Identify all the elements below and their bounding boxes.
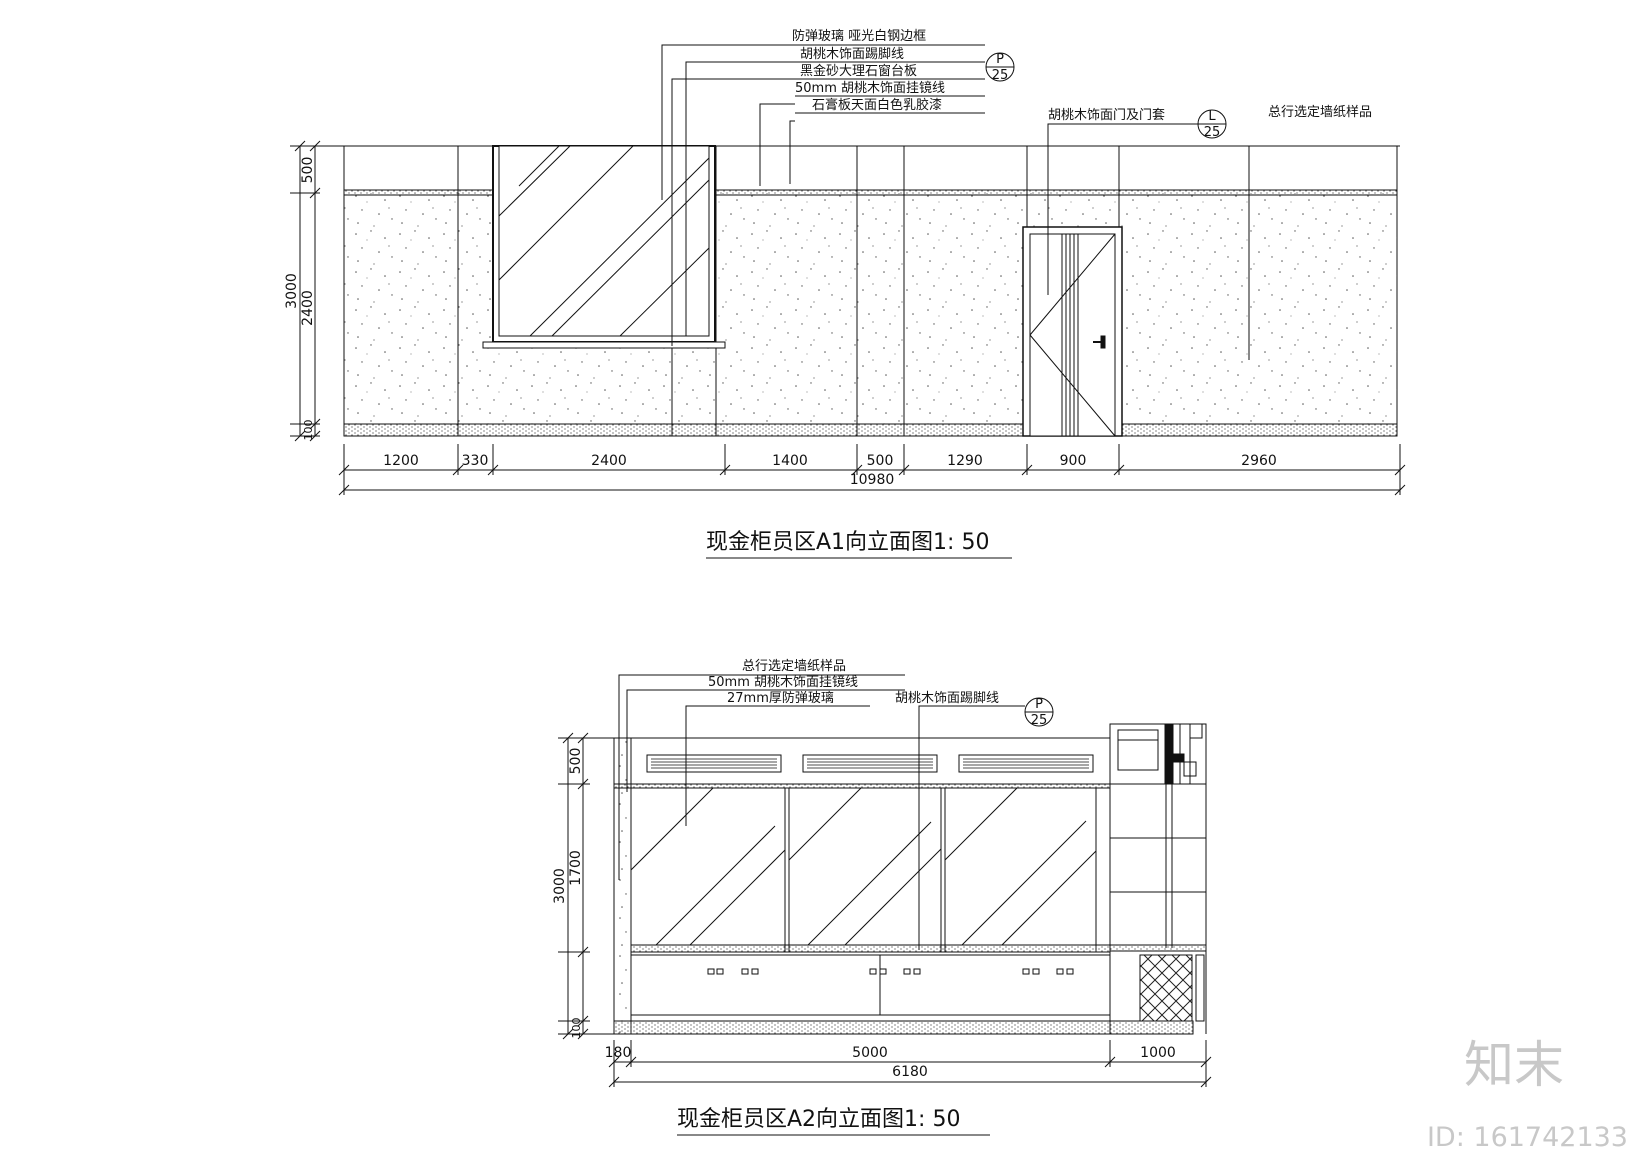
a1-label-sill: 黑金砂大理石窗台板 [800,63,917,79]
elevation-a1 [290,44,1406,559]
a2-vent-2 [802,754,938,773]
a2-callout-p-number: 25 [1031,713,1048,728]
a1-drawing-title: 现金柜员区A1向立面图1: 50 [706,530,989,555]
a1-dim-1400: 1400 [772,453,808,469]
a2-counter-ledge [630,944,1111,953]
a1-vdim-100: 100 [302,420,315,441]
a1-label-door: 胡桃木饰面门及门套 [1048,107,1165,123]
a1-bulletproof-window [482,145,726,349]
a1-callout-l-number: 25 [1204,125,1221,140]
a1-skirting [343,423,1398,437]
a2-label-glass: 27mm厚防弹玻璃 [727,690,834,706]
a1-dim-2960: 2960 [1241,453,1277,469]
a1-walnut-door [1022,226,1123,437]
a1-dim-500: 500 [867,453,894,469]
a2-vdim-1700: 1700 [568,850,584,886]
a2-vent-1 [646,754,782,773]
a1-label-glass: 防弹玻璃 哑光白钢边框 [792,28,926,44]
a2-vdim-100: 100 [570,1018,583,1039]
a2-annotations: 总行选定墙纸样品 50mm 胡桃木饰面挂镜线 27mm厚防弹玻璃 胡桃木饰面踢脚… [552,659,1176,1132]
a1-callout-l-letter: L [1208,109,1216,124]
a2-vdim-500: 500 [568,748,584,775]
a1-dim-1290: 1290 [947,453,983,469]
a1-dim-total: 10980 [850,472,895,488]
a2-cabinet-outlets [707,968,1074,975]
a2-dim-180: 180 [605,1045,632,1061]
a2-label-skirting: 胡桃木饰面踢脚线 [895,690,999,706]
a2-label-rail: 50mm 胡桃木饰面挂镜线 [708,675,858,690]
a1-window-sill [482,341,726,349]
a1-dim-900: 900 [1060,453,1087,469]
a2-callout-p-letter: P [1035,697,1043,712]
a2-dim-5000: 5000 [852,1045,888,1061]
a2-vdim-3000: 3000 [552,868,568,904]
a2-left-column [613,737,632,1035]
a1-picture-rail [343,189,1398,196]
a1-dim-2400: 2400 [591,453,627,469]
a1-label-wallpaper: 总行选定墙纸样品 [1268,105,1372,120]
a1-dim-330: 330 [462,453,489,469]
a1-label-rail: 50mm 胡桃木饰面挂镜线 [795,81,945,96]
elevation-a2 [558,674,1212,1136]
a2-section-detail [1109,723,1207,1034]
a1-vdim-500: 500 [300,157,316,184]
a2-wall-outline [613,737,1111,1035]
a1-vdim-3000: 3000 [284,273,300,309]
watermark: 知末 ID: 161742133 [1427,1036,1628,1153]
watermark-id: ID: 161742133 [1427,1122,1628,1153]
a2-vent-3 [958,754,1094,773]
a1-dim-1200: 1200 [383,453,419,469]
a2-label-wallpaper: 总行选定墙纸样品 [742,659,846,674]
a1-callout-p-number: 25 [992,68,1009,83]
a1-callout-p-letter: P [996,52,1004,67]
a2-dim-total: 6180 [892,1064,928,1080]
a1-label-ceiling: 石膏板天面白色乳胶漆 [812,97,942,113]
a2-dim-1000: 1000 [1140,1045,1176,1061]
watermark-logo: 知末 [1464,1036,1564,1094]
a1-label-skirting: 胡桃木饰面踢脚线 [800,46,904,62]
a2-picture-rail [613,783,1111,789]
a1-vdim-2400: 2400 [300,290,316,326]
a1-annotations: 防弹玻璃 哑光白钢边框 胡桃木饰面踢脚线 黑金砂大理石窗台板 50mm 胡桃木饰… [284,28,1372,555]
a2-drawing-title: 现金柜员区A2向立面图1: 50 [677,1107,960,1132]
a2-bulletproof-glass [630,787,1097,952]
a2-skirting [613,1020,1194,1035]
